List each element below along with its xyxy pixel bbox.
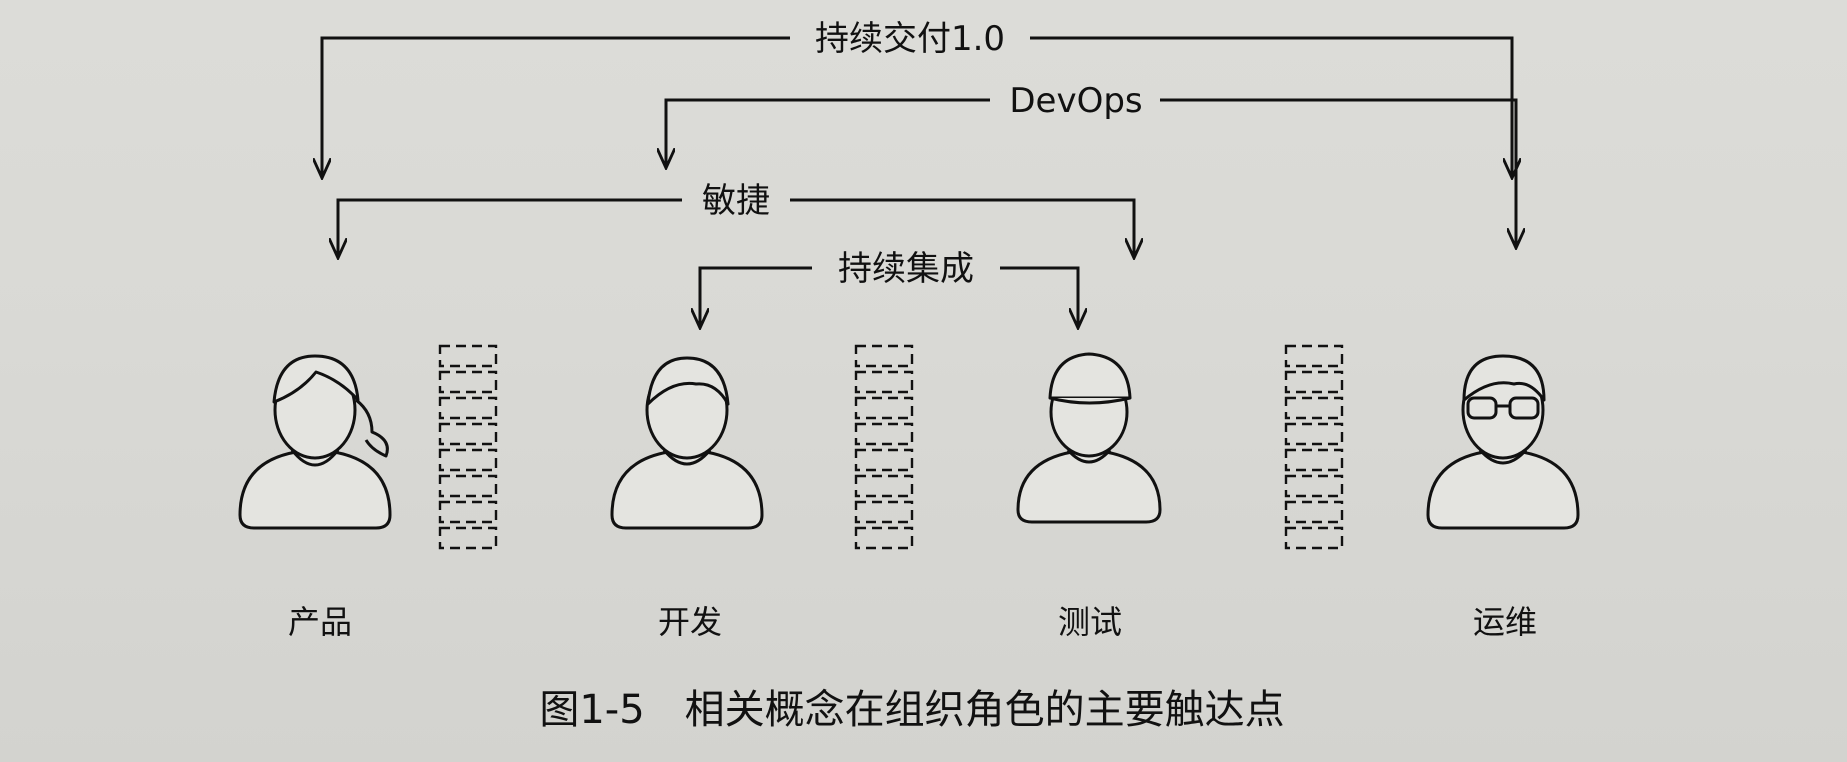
handoff-card	[854, 422, 914, 446]
handoff-card	[1284, 500, 1344, 524]
handoff-card	[1284, 474, 1344, 498]
handoff-card	[854, 370, 914, 394]
ops-person-icon	[1426, 354, 1580, 530]
developer-person-icon	[610, 356, 764, 530]
handoff-card	[854, 448, 914, 472]
handoff-card	[854, 526, 914, 550]
role-label-test: 测试	[1058, 603, 1122, 641]
role-label-ops: 运维	[1473, 603, 1537, 641]
handoff-card	[854, 344, 914, 368]
ci-bracket	[700, 266, 1078, 328]
handoff-card	[854, 500, 914, 524]
handoff-card	[1284, 448, 1344, 472]
figure-caption: 图1-5 相关概念在组织角色的主要触达点	[539, 687, 1284, 733]
handoff-stack	[1284, 344, 1344, 550]
handoff-card	[1284, 526, 1344, 550]
continuous-delivery-bracket	[322, 36, 1512, 178]
role-label-dev: 开发	[658, 603, 722, 641]
handoff-card	[438, 422, 498, 446]
label-devops: DevOps	[1009, 81, 1142, 121]
handoff-stacks	[438, 344, 1344, 550]
handoff-card	[1284, 370, 1344, 394]
label-agile: 敏捷	[702, 181, 770, 221]
product-person-icon	[238, 354, 392, 530]
agile-bracket	[338, 198, 1134, 258]
handoff-card	[438, 344, 498, 368]
handoff-card	[854, 474, 914, 498]
handoff-card	[438, 500, 498, 524]
role-label-product: 产品	[288, 603, 352, 641]
handoff-stack	[438, 344, 498, 550]
handoff-card	[854, 396, 914, 420]
handoff-card	[1284, 396, 1344, 420]
handoff-stack	[854, 344, 914, 550]
handoff-card	[438, 448, 498, 472]
tester-person-icon	[1016, 352, 1162, 524]
handoff-card	[1284, 344, 1344, 368]
devops-bracket	[666, 98, 1516, 248]
handoff-card	[438, 370, 498, 394]
handoff-card	[438, 474, 498, 498]
handoff-card	[438, 396, 498, 420]
label-continuous-integration: 持续集成	[838, 249, 974, 289]
label-continuous-delivery: 持续交付1.0	[815, 19, 1005, 59]
handoff-card	[1284, 422, 1344, 446]
handoff-card	[438, 526, 498, 550]
